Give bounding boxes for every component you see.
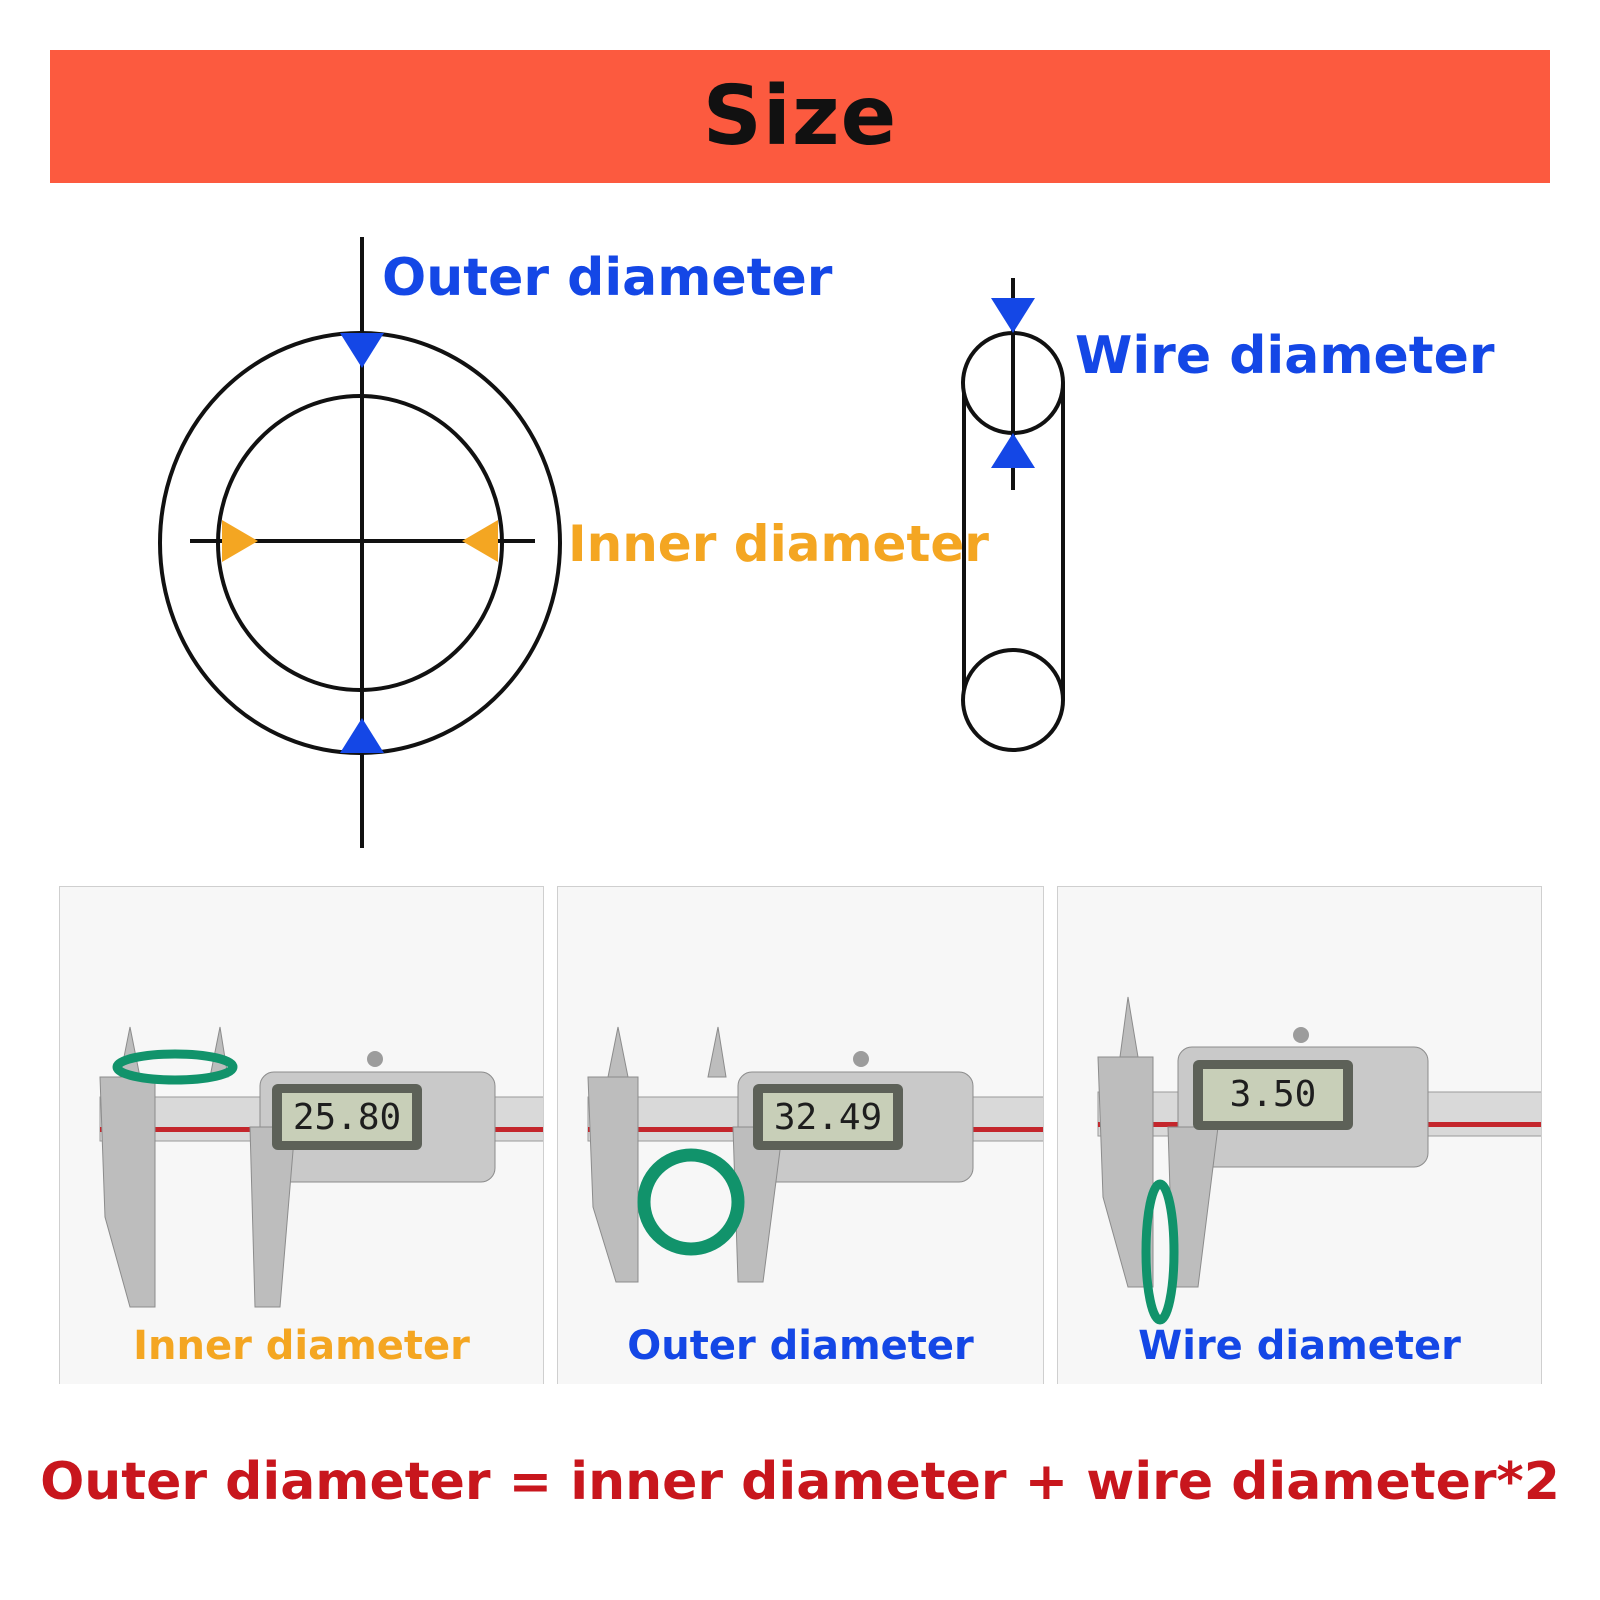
wire-bottom-circle bbox=[961, 648, 1065, 752]
photo-caption-inner: Inner diameter bbox=[133, 1323, 470, 1369]
photo-caption-outer: Outer diameter bbox=[627, 1323, 974, 1369]
page-title: Size bbox=[702, 69, 898, 164]
inner-diameter-label: Inner diameter bbox=[568, 515, 989, 573]
header-banner: Size bbox=[50, 50, 1550, 183]
caliper-reading-outer: 32.49 bbox=[773, 1097, 883, 1138]
caliper-wire-illustration bbox=[1058, 887, 1541, 1384]
caliper-reading-inner: 25.80 bbox=[292, 1097, 402, 1138]
photo-panel-wire: 3.50 Wire diameter bbox=[1057, 886, 1542, 1384]
caliper-outer-illustration bbox=[558, 887, 1043, 1384]
outer-top-arrow-icon bbox=[340, 333, 384, 368]
photo-panel-outer: 32.49 Outer diameter bbox=[557, 886, 1044, 1384]
caliper-reading-wire: 3.50 bbox=[1229, 1074, 1317, 1115]
size-formula: Outer diameter = inner diameter + wire d… bbox=[40, 1452, 1560, 1512]
inner-right-arrow-icon bbox=[462, 520, 498, 562]
oring-diagram bbox=[158, 237, 1065, 848]
wire-diameter-label: Wire diameter bbox=[1075, 326, 1495, 386]
photo-panel-inner: 25.80 Inner diameter bbox=[59, 886, 544, 1384]
outer-bottom-arrow-icon bbox=[340, 718, 384, 753]
wire-bottom-arrow-icon bbox=[991, 433, 1035, 468]
photo-caption-wire: Wire diameter bbox=[1138, 1323, 1461, 1369]
outer-diameter-label: Outer diameter bbox=[382, 248, 833, 308]
caliper-inner-illustration bbox=[60, 887, 543, 1384]
wire-top-arrow-icon bbox=[991, 298, 1035, 333]
inner-left-arrow-icon bbox=[222, 520, 258, 562]
